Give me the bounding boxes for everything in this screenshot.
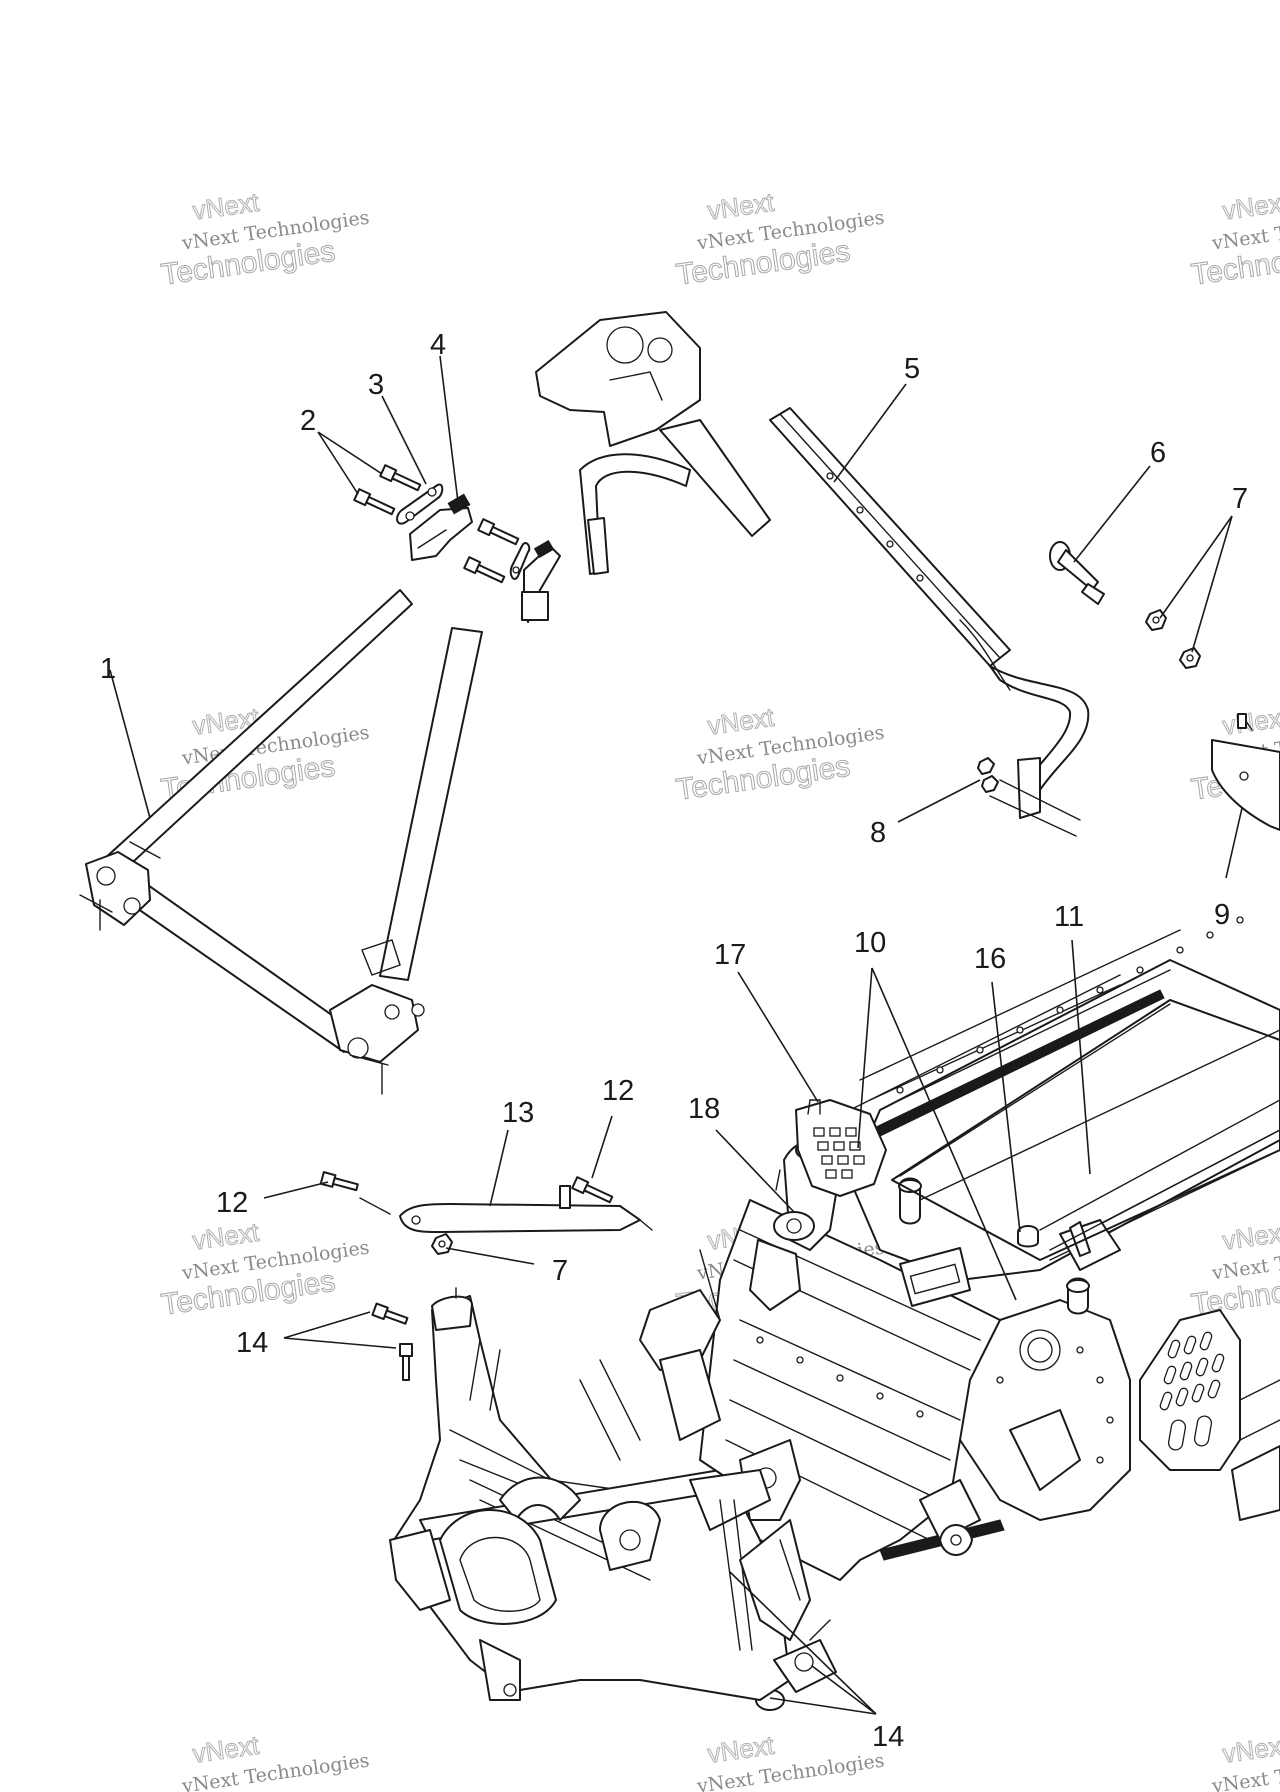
watermark-text: vNext (706, 1730, 777, 1769)
watermark-text: vNext (1221, 702, 1280, 741)
part-8-nuts (977, 757, 999, 793)
part-13-cross-bar (359, 1185, 653, 1233)
callout-16: 16 (974, 943, 1006, 975)
watermark-text: vNext (191, 1217, 262, 1256)
watermark-text: vNext (1221, 187, 1280, 226)
callout-8: 8 (870, 817, 886, 849)
callout-12: 12 (216, 1187, 248, 1219)
part-1-a-frame (79, 589, 483, 1095)
callout-7: 7 (552, 1255, 568, 1287)
callout-18: 18 (688, 1093, 720, 1125)
callout-14: 14 (236, 1327, 268, 1359)
callout-5: 5 (904, 353, 920, 385)
watermark: vNext vNext Technologies Technologies (1189, 1216, 1280, 1322)
leader-lines (109, 355, 1243, 1715)
part-5-upper-frame (535, 311, 1090, 837)
part-12-bolts (319, 1171, 614, 1204)
part-9-side-plate (1211, 713, 1280, 831)
callout-4: 4 (430, 329, 446, 361)
callout-17: 17 (714, 939, 746, 971)
callout-14: 14 (872, 1721, 904, 1753)
watermark-text: vNext (191, 187, 262, 226)
callout-10: 10 (854, 927, 886, 959)
callout-6: 6 (1150, 437, 1166, 469)
watermark: vNext vNext Technologies (180, 1729, 371, 1792)
main-chassis (389, 916, 1280, 1701)
watermark-text: vNext (1221, 1730, 1280, 1769)
callout-7: 7 (1232, 483, 1248, 515)
callout-labels: 1 2 3 4 5 6 7 8 9 10 11 16 17 18 12 13 1… (100, 329, 1248, 1753)
watermark: vNext vNext Technologies Technologies (1189, 186, 1280, 292)
watermark-text: vNext (191, 1730, 262, 1769)
watermark: vNext vNext Technologies Technologies (674, 701, 886, 807)
perforation-holes (1159, 1331, 1225, 1451)
part-7-nuts (431, 609, 1201, 1255)
part-3-washer-links (396, 483, 531, 580)
watermark: vNext vNext Technologies Technologies (159, 186, 371, 292)
watermark-text: vNext (1221, 1217, 1280, 1256)
callout-11: 11 (1054, 901, 1084, 933)
watermark: vNext vNext Technologies Technologies (159, 1216, 371, 1322)
part-11-floor-panel (891, 999, 1280, 1261)
watermark: vNext vNext Technologies Technologies (674, 186, 886, 292)
grille-holes (813, 1127, 865, 1179)
callout-2: 2 (300, 405, 316, 437)
callout-9: 9 (1214, 899, 1230, 931)
watermark: vNext vNext Technologies (1210, 1729, 1280, 1792)
watermark-text: vNext (706, 702, 777, 741)
callout-12: 12 (602, 1075, 634, 1107)
watermark: vNext vNext Technologies (695, 1729, 886, 1792)
part-6-pin (1049, 541, 1105, 605)
callout-3: 3 (368, 369, 384, 401)
part-4-clamp-brackets (409, 493, 561, 623)
watermark-text: vNext (706, 187, 777, 226)
callout-13: 13 (502, 1097, 534, 1129)
callout-1: 1 (100, 653, 116, 685)
